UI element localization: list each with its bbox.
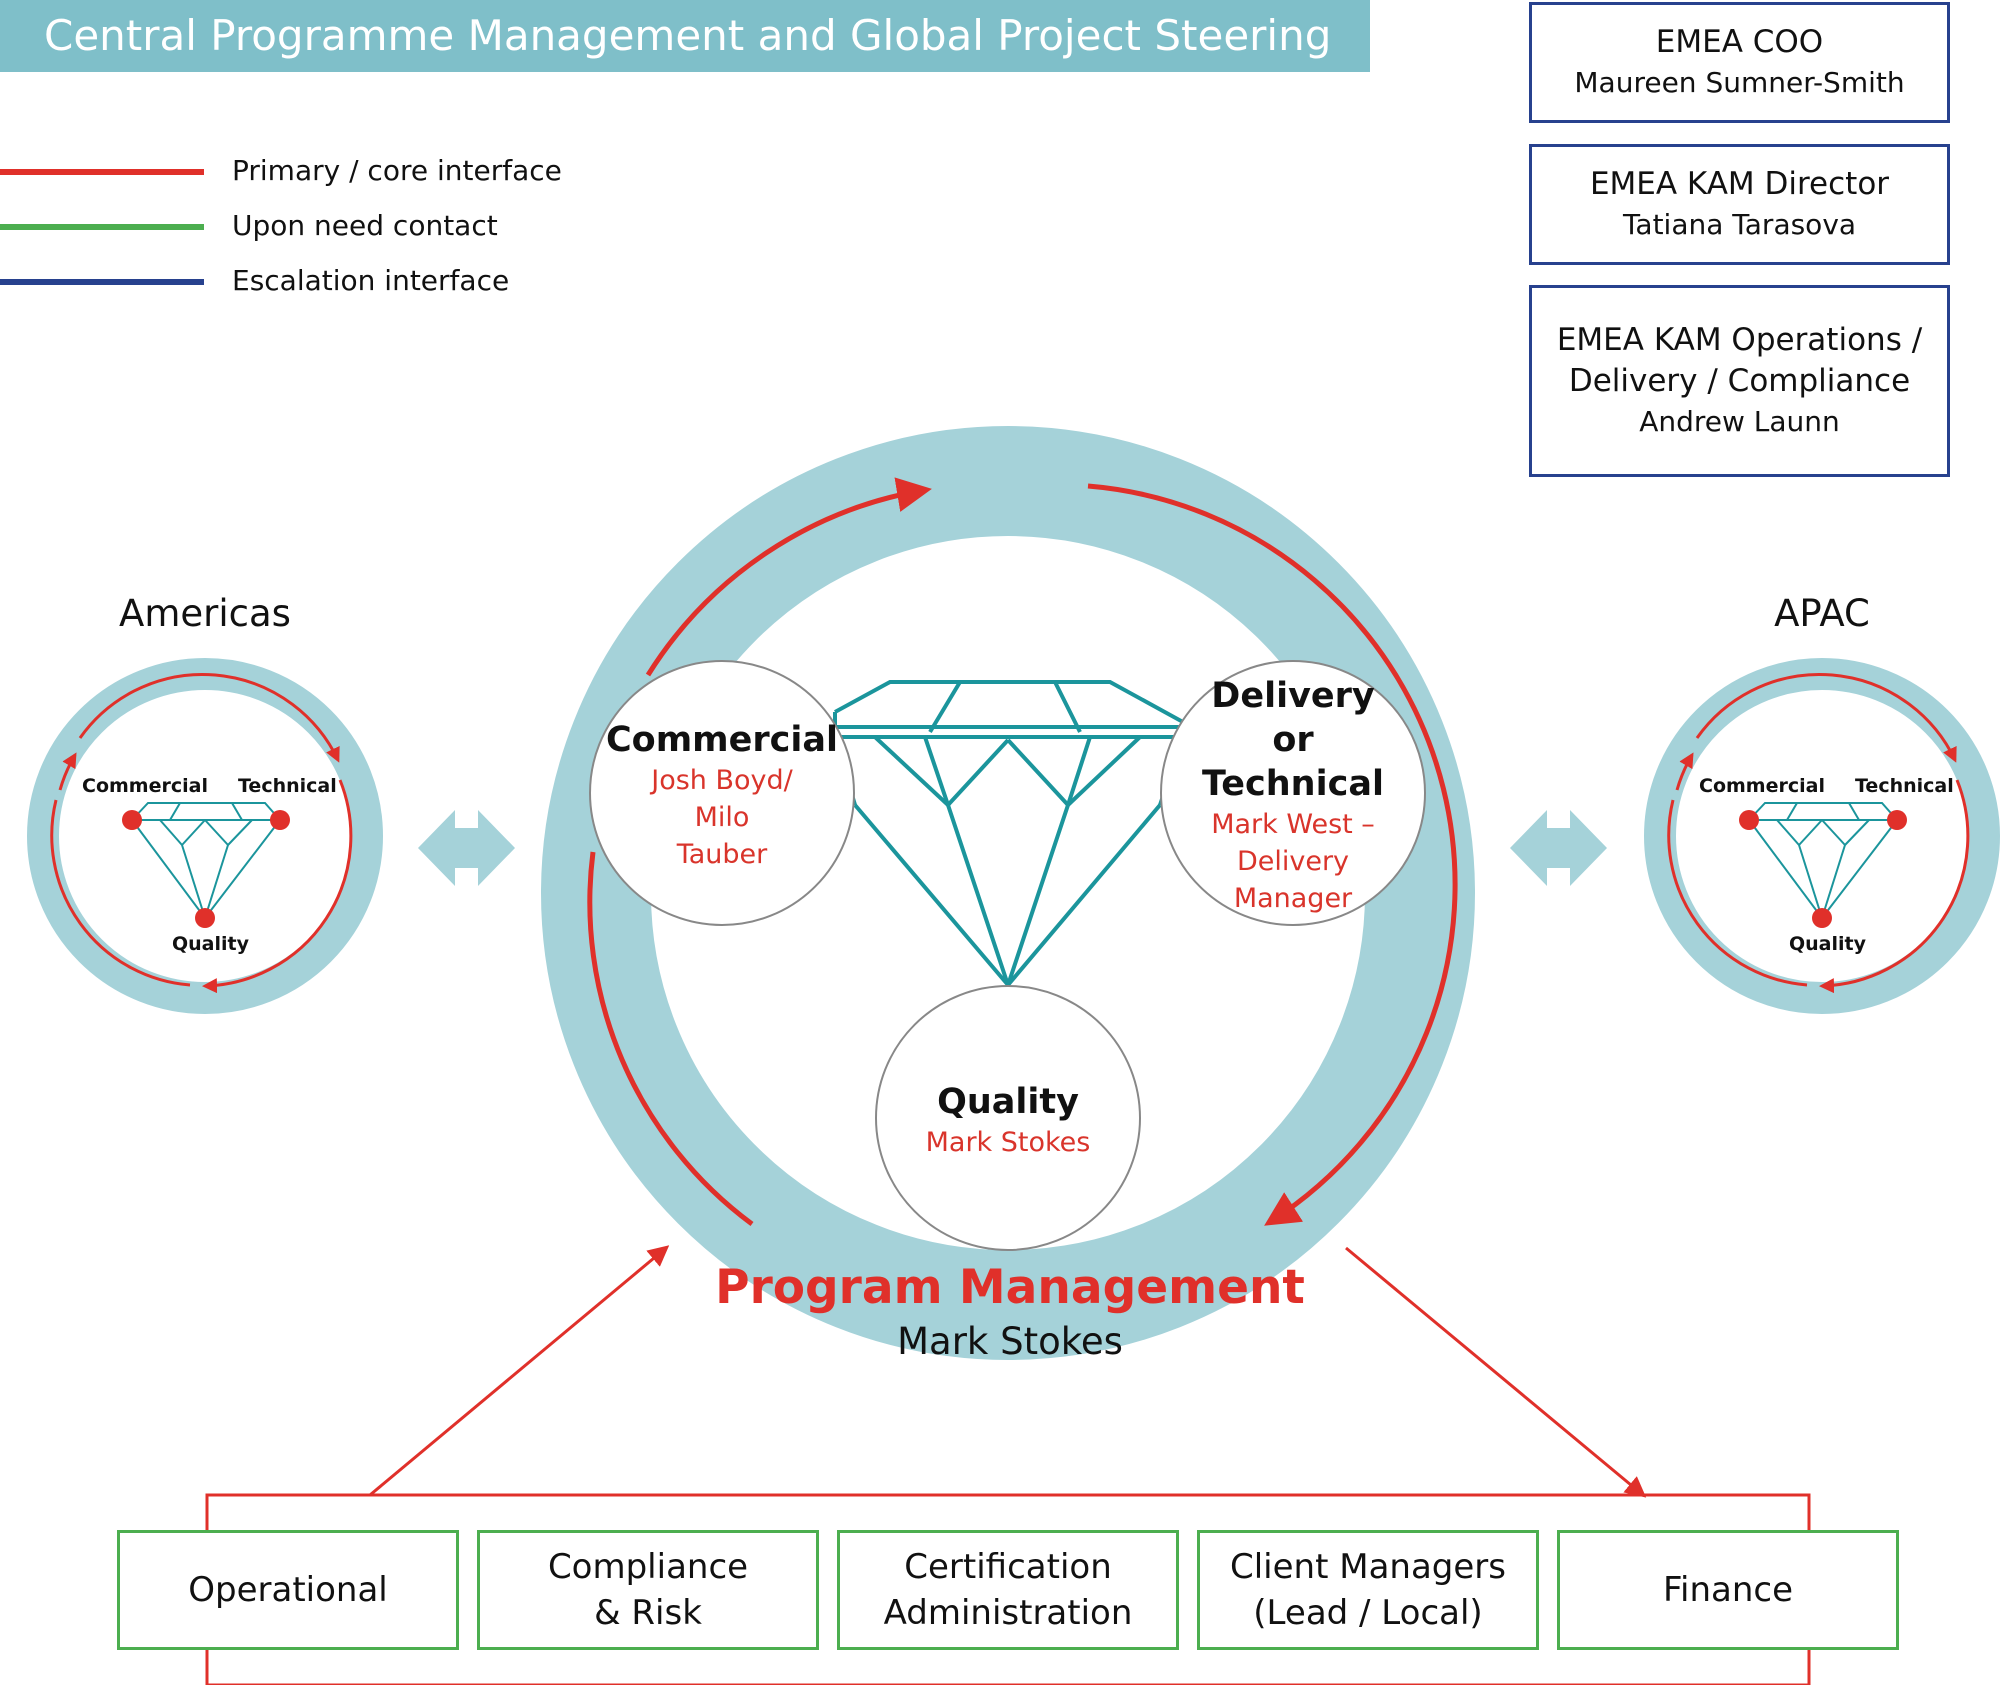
exec-name: Andrew Launn xyxy=(1639,405,1840,438)
exec-box-kam-operations: EMEA KAM Operations / Delivery / Complia… xyxy=(1529,285,1950,477)
region-title-apac: APAC xyxy=(1774,592,1870,635)
delivery-text: Delivery or Technical Mark West – Delive… xyxy=(1173,676,1413,914)
legend-line-escalation xyxy=(0,279,204,285)
legend-label-primary: Primary / core interface xyxy=(232,154,562,187)
americas-technical-label: Technical xyxy=(238,775,337,797)
arrow-from-program xyxy=(1345,1246,1647,1498)
quality-circle xyxy=(875,985,1141,1251)
central-arrow-right xyxy=(1087,483,1458,1226)
function-label: Finance xyxy=(1662,1570,1794,1610)
function-box-certification: Certification Administration xyxy=(837,1530,1179,1650)
apac-commercial-label: Commercial xyxy=(1699,775,1825,797)
quality-person: Mark Stokes xyxy=(925,1126,1091,1158)
apac-quality-label: Quality xyxy=(1789,933,1866,955)
exec-box-kam-director: EMEA KAM Director Tatiana Tarasova xyxy=(1529,144,1950,265)
left-double-arrow xyxy=(418,810,515,886)
delivery-circle xyxy=(1160,660,1426,926)
function-box-client-managers: Client Managers (Lead / Local) xyxy=(1197,1530,1539,1650)
page-title: Central Programme Management and Global … xyxy=(0,0,1370,72)
program-management-title: Program Management xyxy=(715,1260,1305,1315)
exec-name: Tatiana Tarasova xyxy=(1622,208,1857,241)
exec-name: Maureen Sumner-Smith xyxy=(1574,66,1905,99)
exec-title: EMEA KAM Director xyxy=(1589,166,1890,202)
americas-commercial-label: Commercial xyxy=(82,775,208,797)
right-double-arrow xyxy=(1510,810,1607,886)
region-title-americas: Americas xyxy=(119,592,291,635)
exec-title: EMEA COO xyxy=(1655,24,1824,60)
exec-title: EMEA KAM Operations / Delivery / Complia… xyxy=(1556,322,1923,399)
function-box-operational: Operational xyxy=(117,1530,459,1650)
central-diamond xyxy=(833,680,1185,987)
delivery-heading: Delivery or Technical xyxy=(1202,675,1384,804)
commercial-heading: Commercial xyxy=(605,719,839,760)
legend-label-escalation: Escalation interface xyxy=(232,264,510,297)
central-arrow-top xyxy=(645,477,932,677)
function-label: Certification Administration xyxy=(883,1547,1133,1633)
central-arrow-left xyxy=(587,851,754,1227)
apac-technical-label: Technical xyxy=(1855,775,1954,797)
arrow-to-program xyxy=(369,1245,670,1497)
quality-heading: Quality xyxy=(937,1081,1079,1122)
function-label: Operational xyxy=(188,1570,388,1610)
commercial-circle xyxy=(589,660,855,926)
legend-label-need: Upon need contact xyxy=(232,209,498,242)
program-management-person: Mark Stokes xyxy=(897,1320,1123,1363)
apac-mini-diagram xyxy=(1644,658,2000,1014)
function-label: Compliance & Risk xyxy=(547,1547,749,1633)
legend-line-primary xyxy=(0,169,204,175)
function-box-finance: Finance xyxy=(1557,1530,1899,1650)
exec-box-coo: EMEA COO Maureen Sumner-Smith xyxy=(1529,2,1950,123)
americas-quality-label: Quality xyxy=(172,933,249,955)
central-ring xyxy=(541,426,1475,1360)
quality-text: Quality Mark Stokes xyxy=(888,1070,1128,1170)
function-label: Client Managers (Lead / Local) xyxy=(1230,1547,1506,1633)
function-box-compliance: Compliance & Risk xyxy=(477,1530,819,1650)
americas-mini-diagram xyxy=(27,658,383,1014)
delivery-person: Mark West – Delivery Manager xyxy=(1211,808,1375,914)
commercial-person: Josh Boyd/ Milo Tauber xyxy=(651,764,793,870)
legend-line-need xyxy=(0,224,204,230)
commercial-text: Commercial Josh Boyd/ Milo Tauber xyxy=(602,700,842,890)
